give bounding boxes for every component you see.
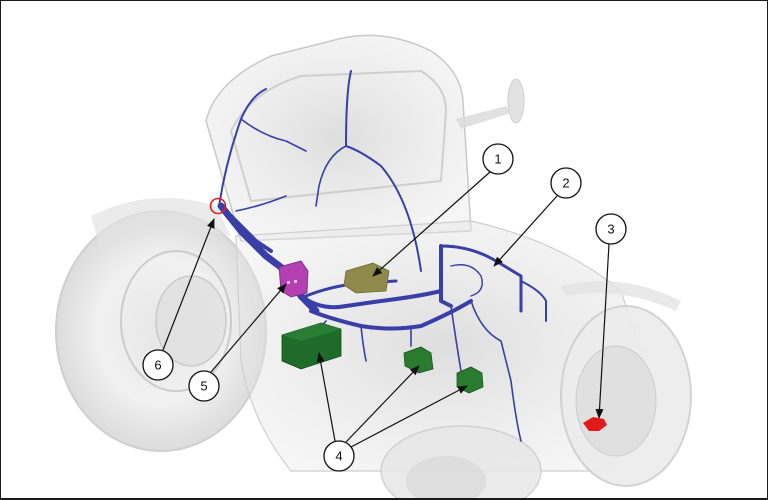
callout-label-1: 1	[494, 152, 501, 167]
callout-label-2: 2	[562, 176, 569, 191]
callout-3: 3	[595, 213, 627, 419]
cab-ghost	[205, 34, 472, 242]
callout-label-3: 3	[607, 222, 614, 237]
callout-label-6: 6	[154, 358, 161, 373]
highlight-ring	[209, 197, 227, 215]
component-battery	[281, 322, 342, 370]
callout-2: 2	[493, 167, 582, 267]
component-fuse-box	[278, 260, 309, 298]
wiring-harness	[217, 70, 547, 442]
callout-label-4: 4	[335, 449, 342, 464]
callout-1: 1	[372, 143, 514, 277]
tractor-ghost-body	[55, 34, 692, 498]
callout-label-5: 5	[200, 379, 207, 394]
callout-4: 4	[316, 352, 468, 472]
callout-6: 6	[142, 218, 215, 381]
callout-5: 5	[188, 283, 287, 402]
component-sensor	[583, 417, 607, 431]
